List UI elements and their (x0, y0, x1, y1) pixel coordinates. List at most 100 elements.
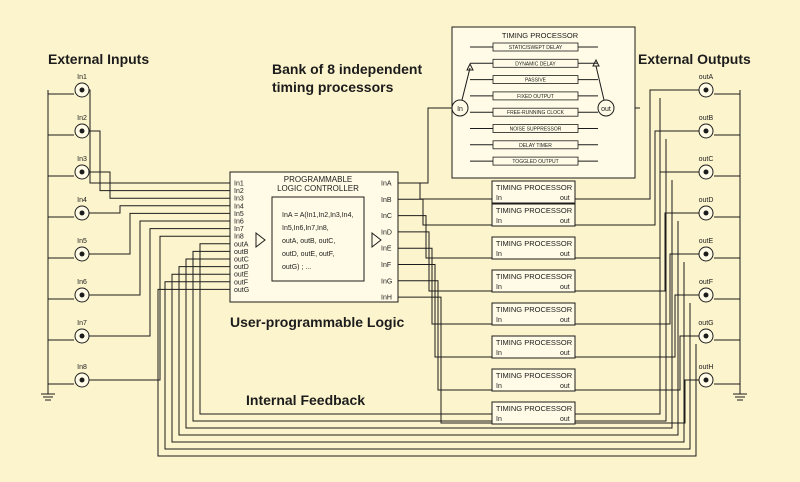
feedback-wire (171, 262, 685, 443)
tp-to-output-wire (575, 253, 699, 325)
detail-mode-label: STATIC/SWEPT DELAY (509, 45, 563, 51)
plc-to-tp-wire (398, 215, 492, 259)
detail-up-arrow-line (461, 67, 471, 101)
external-inputs-heading: External Inputs (48, 51, 149, 67)
output-connector-pin (703, 87, 709, 93)
bank-heading-line2: timing processors (272, 79, 394, 95)
timing-processor-in-label: In (496, 251, 502, 258)
output-connector-pin (703, 251, 709, 257)
detail-up-arrow-head (466, 62, 474, 71)
timing-processor-title: TIMING PROCESSOR (496, 338, 573, 347)
plc-left-pins: In1In2In3In4In5In6In7In8outAoutBoutCoutD… (234, 181, 249, 294)
plc-to-tp-wire (398, 264, 492, 358)
timing-processor-out-label: out (560, 218, 570, 225)
timing-processor-out-label: out (560, 195, 570, 202)
tp-to-output-wire (575, 294, 699, 358)
timing-processor-box (491, 269, 576, 293)
timing-processor-title: TIMING PROCESSOR (496, 239, 573, 248)
timing-processor-detail: TIMING PROCESSOR STATIC/SWEPT DELAYDYNAM… (451, 26, 636, 179)
input-ground-symbol (41, 393, 55, 401)
plc-formula-line: outA, outB, outC, (282, 238, 335, 245)
plc-to-tp-wire (398, 247, 492, 325)
timing-processor-box (491, 302, 576, 326)
plc-left-pin-label: outD (234, 264, 249, 271)
input-wire (89, 228, 230, 337)
input-connector-pin (79, 333, 85, 339)
plc-to-tp-wire (398, 231, 492, 292)
detail-mode-label: TOGGLED OUTPUT (512, 159, 558, 165)
timing-processor-title: TIMING PROCESSOR (496, 206, 573, 215)
plc-to-tp-wire (398, 182, 492, 200)
feedback-wire (199, 98, 661, 415)
timing-processor-box (491, 203, 576, 227)
internal-feedback-heading: Internal Feedback (246, 392, 365, 408)
detail-out-label: out (601, 106, 611, 113)
input-wire (89, 235, 230, 381)
user-logic-heading: User-programmable Logic (230, 314, 404, 330)
plc-left-pin-label: In2 (234, 188, 244, 195)
plc-to-tp-wire (398, 296, 492, 424)
output-connector-pin (703, 210, 709, 216)
output-connector-pin (703, 169, 709, 175)
output-ground-symbol (733, 393, 747, 401)
input-label-4: In4 (77, 197, 87, 204)
input-wire (89, 171, 230, 199)
detail-mode-label: DELAY TIMER (519, 143, 552, 149)
feedback-wire (164, 281, 691, 450)
plc-right-pin-label: InE (381, 246, 392, 253)
detail-down-arrow-line (595, 65, 605, 101)
feedback-wire (185, 180, 673, 429)
timing-processor-in-label: In (496, 416, 502, 423)
output-label-b: outB (699, 115, 714, 122)
tp-to-output-wire (575, 171, 699, 259)
input-connector-pin (79, 210, 85, 216)
timing-processor-in-label: In (496, 317, 502, 324)
plc-left-pin-label: outE (234, 272, 249, 279)
plc-left-pin-label: In7 (234, 226, 244, 233)
input-label-1: In1 (77, 74, 87, 81)
input-label-2: In2 (77, 115, 87, 122)
output-label-f: outF (699, 279, 713, 286)
timing-processor-in-label: In (496, 383, 502, 390)
plc-right-pin-label: InC (381, 213, 392, 220)
plc-clock-triangle-left (255, 231, 266, 249)
detail-mode-label: FIXED OUTPUT (517, 94, 554, 100)
detail-in-label: In (457, 106, 463, 113)
timing-processor-out-label: out (560, 350, 570, 357)
output-connector-pin (703, 333, 709, 339)
input-wire (89, 130, 230, 192)
plc-left-pin-label: outC (234, 257, 249, 264)
timing-processor-title: TIMING PROCESSOR (496, 404, 573, 413)
input-connector-pin (79, 292, 85, 298)
plc-formula-line: InA = A(In1,In2,In3,In4, (282, 212, 353, 219)
feedback-wire (157, 288, 697, 457)
tp-to-output-wire (575, 212, 699, 292)
detail-mode-label: NOISE SUPPRESSOR (510, 127, 562, 133)
bank-heading-line1: Bank of 8 independent (272, 61, 422, 77)
plc-right-pin-label: InG (381, 278, 392, 285)
plc-right-pin-label: InH (381, 295, 392, 302)
input-label-6: In6 (77, 279, 87, 286)
detail-out-port (597, 99, 615, 117)
timing-processor-out-label: out (560, 284, 570, 291)
plc-left-pin-label: outA (234, 241, 249, 248)
output-label-g: outG (698, 320, 713, 327)
tp-to-output-wire (575, 335, 699, 391)
timing-processor-out-label: out (560, 416, 570, 423)
tp-to-output-wire (575, 130, 699, 226)
output-label-c: outC (699, 156, 714, 163)
plc-title-line1: PROGRAMMABLE (284, 175, 352, 184)
plc-right-pin-label: InD (381, 229, 392, 236)
plc-formula-line: In5,In6,In7,In8, (282, 225, 329, 232)
input-connector-pin (79, 128, 85, 134)
timing-processor-out-label: out (560, 383, 570, 390)
input-connector-pin (79, 377, 85, 383)
plc-clock-triangle-right (371, 231, 382, 249)
timing-processor-box (491, 368, 576, 392)
tp-to-output-wire (575, 89, 699, 200)
plc-right-pin-label: InB (381, 197, 392, 204)
timing-processor-box (491, 335, 576, 359)
plc-left-pin-label: outB (234, 249, 249, 256)
